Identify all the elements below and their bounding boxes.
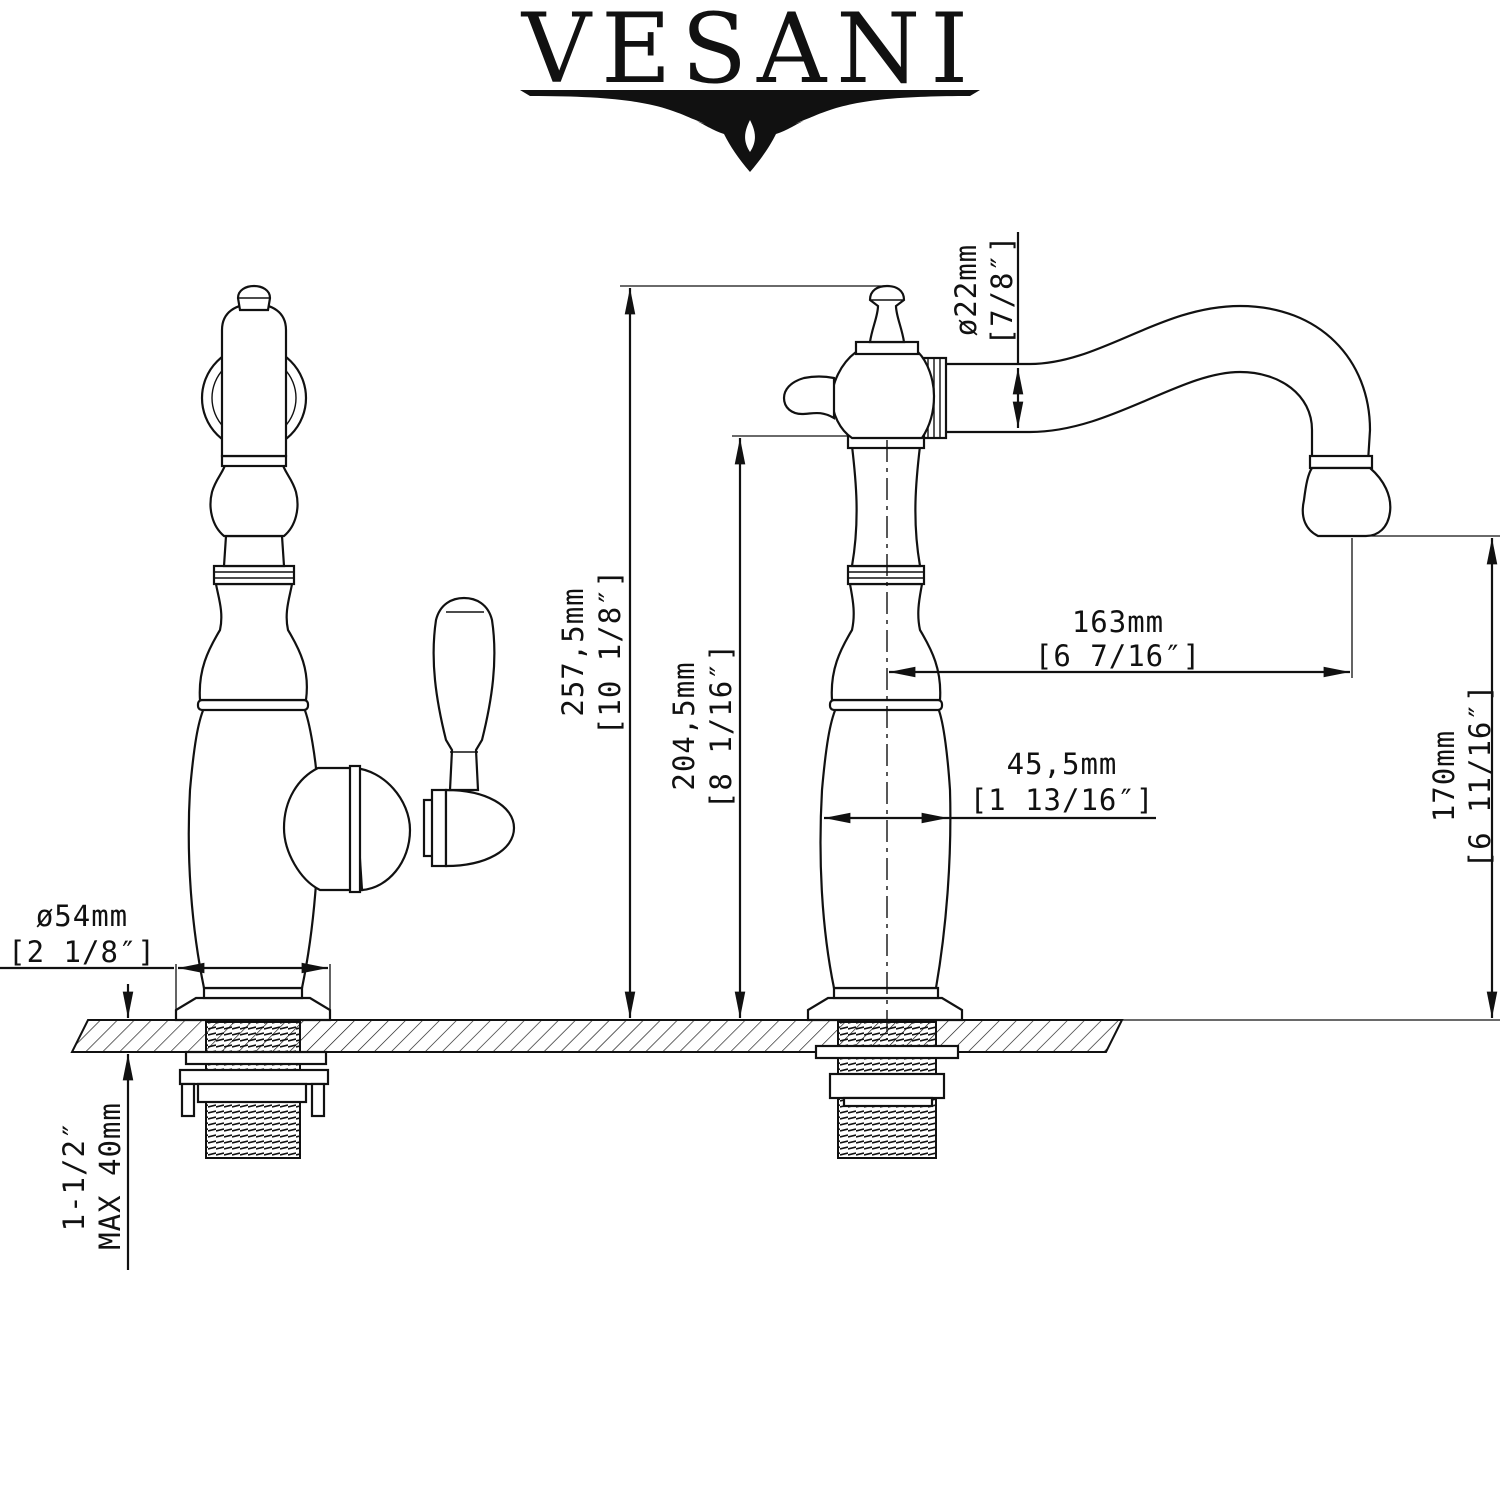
dim-clearance-in: [6 11/16″] <box>1463 684 1497 869</box>
side-aerator <box>1301 466 1392 538</box>
dim-clearance-mm: 170mm <box>1427 730 1461 822</box>
dim-spout-height-mm: 204,5mm <box>667 661 701 790</box>
dim-body-width-mm: 45,5mm <box>1007 747 1118 781</box>
side-base <box>806 996 964 1022</box>
dim-deck-thickness-top: 1-1/2″ <box>57 1121 91 1232</box>
dim-base-dia-in: [2 1/8″] <box>8 935 156 969</box>
dim-reach-in: [6 7/16″] <box>1035 639 1201 673</box>
dim-spout-dia-in: [7/8″] <box>985 235 1019 346</box>
side-middle-bulb <box>830 582 942 702</box>
front-handle-lever <box>432 596 496 792</box>
brand-name: VESANI <box>521 0 978 105</box>
side-spout-tube <box>942 304 1372 464</box>
front-base <box>174 996 332 1022</box>
side-knob <box>782 375 836 420</box>
dim-body-width-in: [1 13/16″] <box>970 783 1155 817</box>
dim-total-height-in: [10 1/8″] <box>593 569 627 735</box>
dim-total-height-mm: 257,5mm <box>556 587 590 716</box>
front-upper-bulb <box>209 460 299 538</box>
dim-base-dia-mm: ø54mm <box>36 899 128 933</box>
side-upper-column <box>850 444 922 568</box>
faucet-front-view <box>174 284 516 1159</box>
logo-center-notch <box>745 120 755 152</box>
brand-logo: VESANI <box>520 0 980 172</box>
dim-spout-dia-mm: ø22mm <box>949 244 983 336</box>
front-middle-bulb <box>198 582 308 702</box>
dim-reach-mm: 163mm <box>1072 605 1164 639</box>
front-spout-tube <box>220 302 288 458</box>
side-hub <box>830 350 936 440</box>
side-lower-body <box>819 706 952 990</box>
logo-scroll-right <box>795 104 900 124</box>
logo-scroll-left <box>600 104 705 124</box>
front-handle-hub <box>282 766 364 892</box>
faucet-side-view <box>782 284 1392 1159</box>
dim-deck-thickness-bottom: MAX 40mm <box>93 1102 127 1250</box>
dim-spout-height-in: [8 1/16″] <box>704 643 738 809</box>
dimension-labels: 257,5mm [10 1/8″] 204,5mm [8 1/16″] ø22m… <box>8 235 1497 1250</box>
dimension-lines <box>0 232 1500 1270</box>
